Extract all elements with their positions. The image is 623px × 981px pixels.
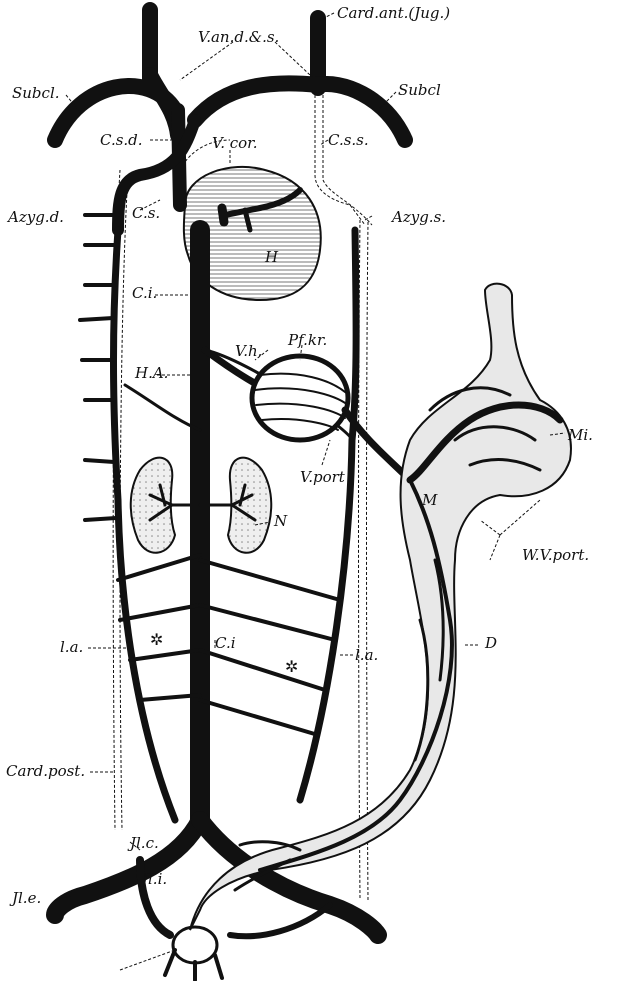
label-v-h: V.h. xyxy=(235,342,262,360)
cardinal-veins xyxy=(80,215,356,820)
label-c-i-upper: C.i. xyxy=(132,284,157,302)
label-c-s-d: C.s.d. xyxy=(100,131,143,149)
label-card-post: Card.post. xyxy=(6,762,85,780)
label-h-a: H.A. xyxy=(134,364,168,382)
label-v-cor: V. cor. xyxy=(212,134,257,152)
label-c-s: C.s. xyxy=(132,204,160,222)
label-l-a-left: l.a. xyxy=(60,638,83,656)
label-m: M xyxy=(421,491,438,509)
svg-text:✲: ✲ xyxy=(285,657,298,676)
label-azyg-d: Azyg.d. xyxy=(6,208,64,226)
label-d: D xyxy=(484,634,497,652)
label-jl-i: Jl.i. xyxy=(139,870,167,888)
label-h: H xyxy=(264,248,279,266)
label-w-v-port: W.V.port. xyxy=(522,546,589,564)
label-mi: Mi. xyxy=(567,426,593,444)
label-c-s-s: C.s.s. xyxy=(328,131,369,149)
label-n: N xyxy=(273,512,288,530)
label-v-port: V.port xyxy=(300,468,346,486)
label-jl-c: Jl.c. xyxy=(127,834,159,852)
label-v-an: V.an.d.&.s. xyxy=(198,28,279,46)
label-azyg-s: Azyg.s. xyxy=(390,208,446,226)
label-subcl-left: Subcl. xyxy=(12,84,60,102)
label-jl-e: Jl.e. xyxy=(9,889,41,907)
label-pf-kr: Pf.kr. xyxy=(287,331,327,349)
label-subcl-right: Subcl xyxy=(398,81,441,99)
label-card-ant: Card.ant.(Jug.) xyxy=(337,4,450,22)
svg-text:✲: ✲ xyxy=(150,630,163,649)
label-c-i-lower: C.i xyxy=(215,634,236,652)
label-l-a-right: l.a. xyxy=(355,646,378,664)
